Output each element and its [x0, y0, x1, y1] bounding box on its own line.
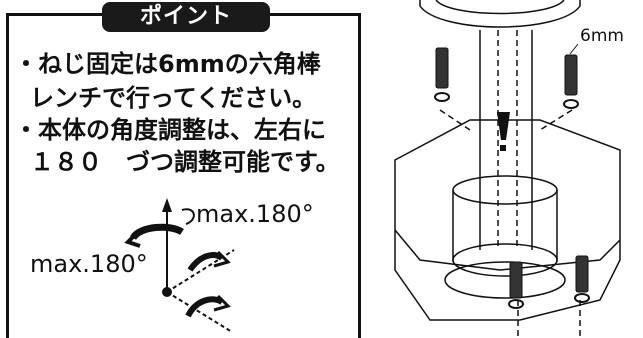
- stand-assembly-drawing: [394, 0, 621, 336]
- rotation-label-vertical: max.180°: [196, 200, 314, 228]
- exclamation-icon: [497, 112, 510, 151]
- point-title: ポイント: [102, 2, 270, 32]
- point-panel: ポイント ・ねじ固定は6mmの六角棒 レンチで行ってください。 ・本体の角度調整…: [6, 2, 361, 338]
- tip-angle-adjust-1: ・本体の角度調整は、左右に: [14, 116, 326, 144]
- label-leader: [569, 43, 579, 55]
- screw-size-label: 6mm: [580, 26, 624, 46]
- tip-screw-fixing-2: レンチで行ってください。: [30, 84, 317, 112]
- rotation-label-horizontal: max.180°: [30, 250, 148, 278]
- tip-angle-adjust-2: １８０ づつ調整可能です。: [30, 148, 340, 176]
- screw-icon: [434, 47, 590, 309]
- rotation-axes-icon: [124, 198, 235, 333]
- tip-screw-fixing-1: ・ねじ固定は6mmの六角棒: [14, 50, 321, 78]
